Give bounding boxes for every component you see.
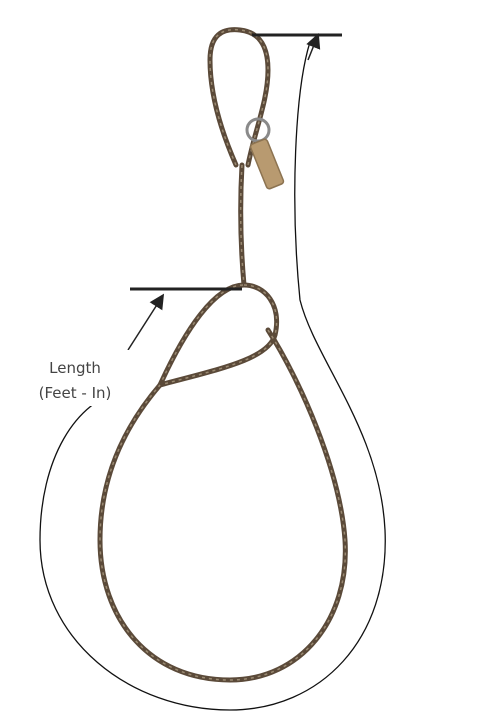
length-label-line2: (Feet - In) [39, 384, 112, 402]
length-label: Length (Feet - In) [28, 350, 130, 406]
length-label-line1: Length [49, 359, 101, 377]
